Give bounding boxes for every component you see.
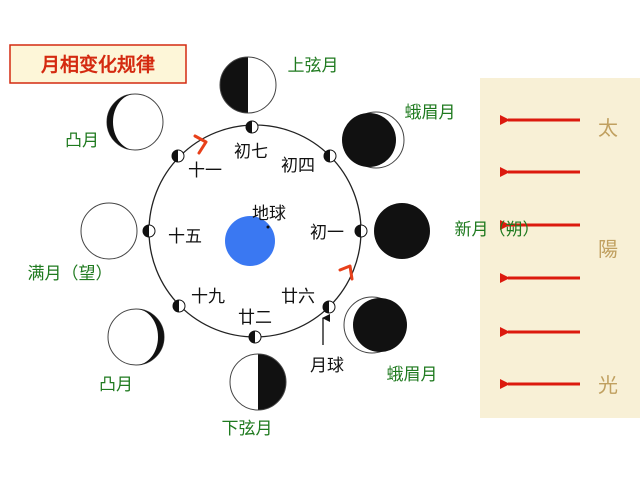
phase-gibbous-upper <box>106 93 164 151</box>
label-last-quarter: 下弦月 <box>222 419 273 439</box>
sun-char-2: 陽 <box>598 237 618 261</box>
orbit-label-chuyi: 初一 <box>310 223 344 243</box>
orbit-moon-nianliu <box>322 300 336 314</box>
earth <box>225 216 275 266</box>
phase-waxing-crescent-upper <box>342 111 405 169</box>
title-box: 月相变化规律 <box>9 44 187 84</box>
orbit-label-shiwu: 十五 <box>168 227 202 247</box>
label-gibbous-upper: 凸月 <box>65 131 99 151</box>
label-first-quarter: 上弦月 <box>288 56 339 76</box>
phase-full-moon <box>80 202 138 260</box>
sun-char-3: 光 <box>598 373 618 397</box>
moon-label: 月球 <box>310 356 344 376</box>
label-new-moon: 新月（朔） <box>455 220 540 240</box>
phase-new-moon <box>374 203 430 259</box>
phase-gibbous-lower <box>107 308 165 366</box>
phase-waxing-crescent-lower <box>343 296 407 354</box>
orbit-label-chusi: 初四 <box>281 156 315 176</box>
orbit-moon-chuyi <box>354 224 368 238</box>
earth-dot <box>266 225 270 229</box>
orbit-direction-arrow <box>338 264 354 281</box>
phase-last-quarter <box>229 353 287 411</box>
label-waxing-crescent-upper: 蛾眉月 <box>405 103 456 123</box>
earth-label: 地球 <box>252 204 286 224</box>
orbit-direction-arrow <box>193 134 208 155</box>
label-full-moon: 满月（望） <box>28 264 113 284</box>
orbit-moon-chusi <box>323 149 337 163</box>
page-title: 月相变化规律 <box>40 53 155 76</box>
sunlight-panel: 太 陽 光 <box>480 78 640 418</box>
orbit-label-chuqi: 初七 <box>234 142 268 162</box>
orbit-moon-chuqi <box>245 120 259 134</box>
orbit-moon-shijiu <box>172 299 186 313</box>
phase-first-quarter <box>219 56 277 114</box>
label-gibbous-lower: 凸月 <box>99 375 133 395</box>
orbit-moon-ershier <box>248 330 262 344</box>
label-waxing-crescent-lower: 蛾眉月 <box>387 365 438 385</box>
orbit-label-shijiu: 十九 <box>191 287 225 307</box>
orbit-moon-shiwu <box>142 224 156 238</box>
orbit-label-ershier: 廿二 <box>238 308 272 328</box>
orbit-moon-shiyi <box>171 149 185 163</box>
orbit-label-nianliu: 廿六 <box>281 287 315 307</box>
sun-char-1: 太 <box>598 116 618 140</box>
orbit-label-shiyi: 十一 <box>188 161 222 181</box>
